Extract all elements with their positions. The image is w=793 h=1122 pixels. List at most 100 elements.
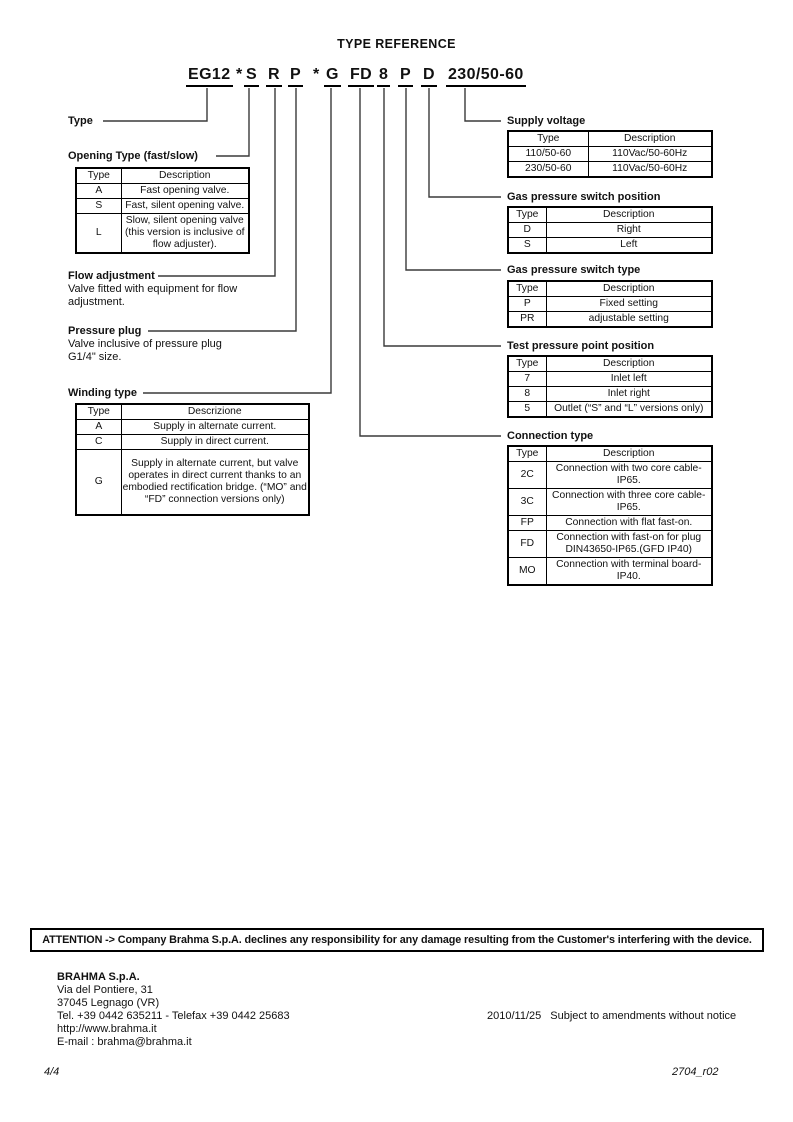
table-cell: A [75,419,122,435]
table-connection-type: Type Description 2C Connection with two … [507,445,713,586]
type-code-segment: 230/50-60 [446,66,526,87]
type-code-segment: P [288,66,304,87]
company-info: BRAHMA S.p.A. Via del Pontiere, 31 37045… [57,971,290,1049]
company-address-line2: 37045 Legnago (VR) [57,997,160,1009]
table-cell: Fixed setting [545,296,713,312]
table-cell: 110/50-60 [507,146,589,162]
revision-date: 2010/11/25 [487,1010,542,1022]
column-header: Description [545,280,713,297]
column-header: Descrizione [120,403,310,420]
section-label-test-point: Test pressure point position [507,340,655,352]
table-row: FP Connection with flat fast-on. [507,515,713,531]
table-cell: Slow, silent opening valve (this version… [120,213,250,254]
table-opening-type: Type Description A Fast opening valve. S… [75,167,250,254]
table-cell: MO [507,557,547,586]
section-label-winding: Winding type [68,387,137,399]
table-cell: Inlet left [545,371,713,387]
company-address-line1: Via del Pontiere, 31 [57,984,153,996]
table-row: G Supply in alternate current, but valve… [75,449,310,516]
table-row: L Slow, silent opening valve (this versi… [75,213,250,254]
table-cell: Supply in alternate current, but valve o… [120,449,310,516]
table-cell: 7 [507,371,547,387]
section-label-switch-type: Gas pressure switch type [507,264,641,276]
table-cell: 5 [507,401,547,418]
table-row: 5 Outlet (“S” and “L” versions only) [507,401,713,418]
table-cell: 230/50-60 [507,161,589,178]
table-switch-type: Type Description P Fixed setting PR adju… [507,280,713,328]
table-row: 8 Inlet right [507,386,713,402]
table-cell: FD [507,530,547,558]
table-winding-type: Type Descrizione A Supply in alternate c… [75,403,310,516]
type-code-segment: P [398,66,414,87]
leader-line-type [103,88,208,122]
column-header: Type [507,280,547,297]
table-cell: adjustable setting [545,311,713,328]
type-code-segment: EG12 [186,66,233,87]
table-cell: G [75,449,122,516]
table-row: S Fast, silent opening valve. [75,198,250,214]
table-cell: S [75,198,122,214]
table-cell: Connection with three core cable-IP65. [545,488,713,516]
table-row: A Fast opening valve. [75,183,250,199]
table-cell: FP [507,515,547,531]
section-label-flow: Flow adjustment [68,270,155,282]
column-header: Description [545,355,713,372]
table-cell: Connection with terminal board-IP40. [545,557,713,586]
page-title: TYPE REFERENCE [337,37,456,51]
section-label-connection: Connection type [507,430,594,442]
table-cell: Connection with fast-on for plug DIN4365… [545,530,713,558]
type-code-segment: S [244,66,260,87]
column-header: Type [507,445,547,462]
table-cell: 110Vac/50-60Hz [587,146,713,162]
table-cell: Fast opening valve. [120,183,250,199]
type-code-segment: FD [348,66,375,87]
type-code-segment: G [324,66,341,87]
table-row: 2C Connection with two core cable-IP65. [507,461,713,489]
leader-line-switch-position [428,88,501,198]
table-cell: Connection with flat fast-on. [545,515,713,531]
table-cell: 110Vac/50-60Hz [587,161,713,178]
table-cell: 8 [507,386,547,402]
table-row: S Left [507,237,713,254]
company-name: BRAHMA S.p.A. [57,971,140,983]
column-header: Description [587,130,713,147]
column-header: Type [507,130,589,147]
table-cell: Outlet (“S” and “L” versions only) [545,401,713,418]
section-label-supply: Supply voltage [507,115,586,127]
table-cell: Right [545,222,713,238]
table-row: PR adjustable setting [507,311,713,328]
page-number: 4/4 [44,1066,60,1078]
table-row: 7 Inlet left [507,371,713,387]
table-cell: PR [507,311,547,328]
company-website: http://www.brahma.it [57,1023,157,1035]
type-code-segment: D [421,66,437,87]
table-cell: Connection with two core cable-IP65. [545,461,713,489]
table-row: C Supply in direct current. [75,434,310,450]
table-row: 230/50-60 110Vac/50-60Hz [507,161,713,178]
table-cell: C [75,434,122,450]
document-reference: 2704_r02 [672,1066,719,1078]
column-header: Description [120,167,250,184]
table-cell: Supply in direct current. [120,434,310,450]
company-email: E-mail : brahma@brahma.it [57,1036,192,1048]
type-code-segment: R [266,66,282,87]
table-row: D Right [507,222,713,238]
section-label-type: Type [68,115,93,127]
section-label-pressure-plug: Pressure plug [68,325,142,337]
table-cell: L [75,213,122,254]
section-desc-flow: Valve fitted with equipment for flow adj… [68,283,238,308]
table-row: 3C Connection with three core cable-IP65… [507,488,713,516]
column-header: Type [507,355,547,372]
leader-line-switch-type [405,88,501,271]
section-label-switch-position: Gas pressure switch position [507,191,661,203]
column-header: Type [75,403,122,420]
type-code-segment: * [236,66,243,83]
leader-line-connection [359,88,501,437]
table-cell: S [507,237,547,254]
table-cell: A [75,183,122,199]
table-cell: D [507,222,547,238]
table-test-point: Type Description 7 Inlet left 8 Inlet ri… [507,355,713,418]
table-cell: P [507,296,547,312]
type-code-segment: 8 [377,66,391,87]
